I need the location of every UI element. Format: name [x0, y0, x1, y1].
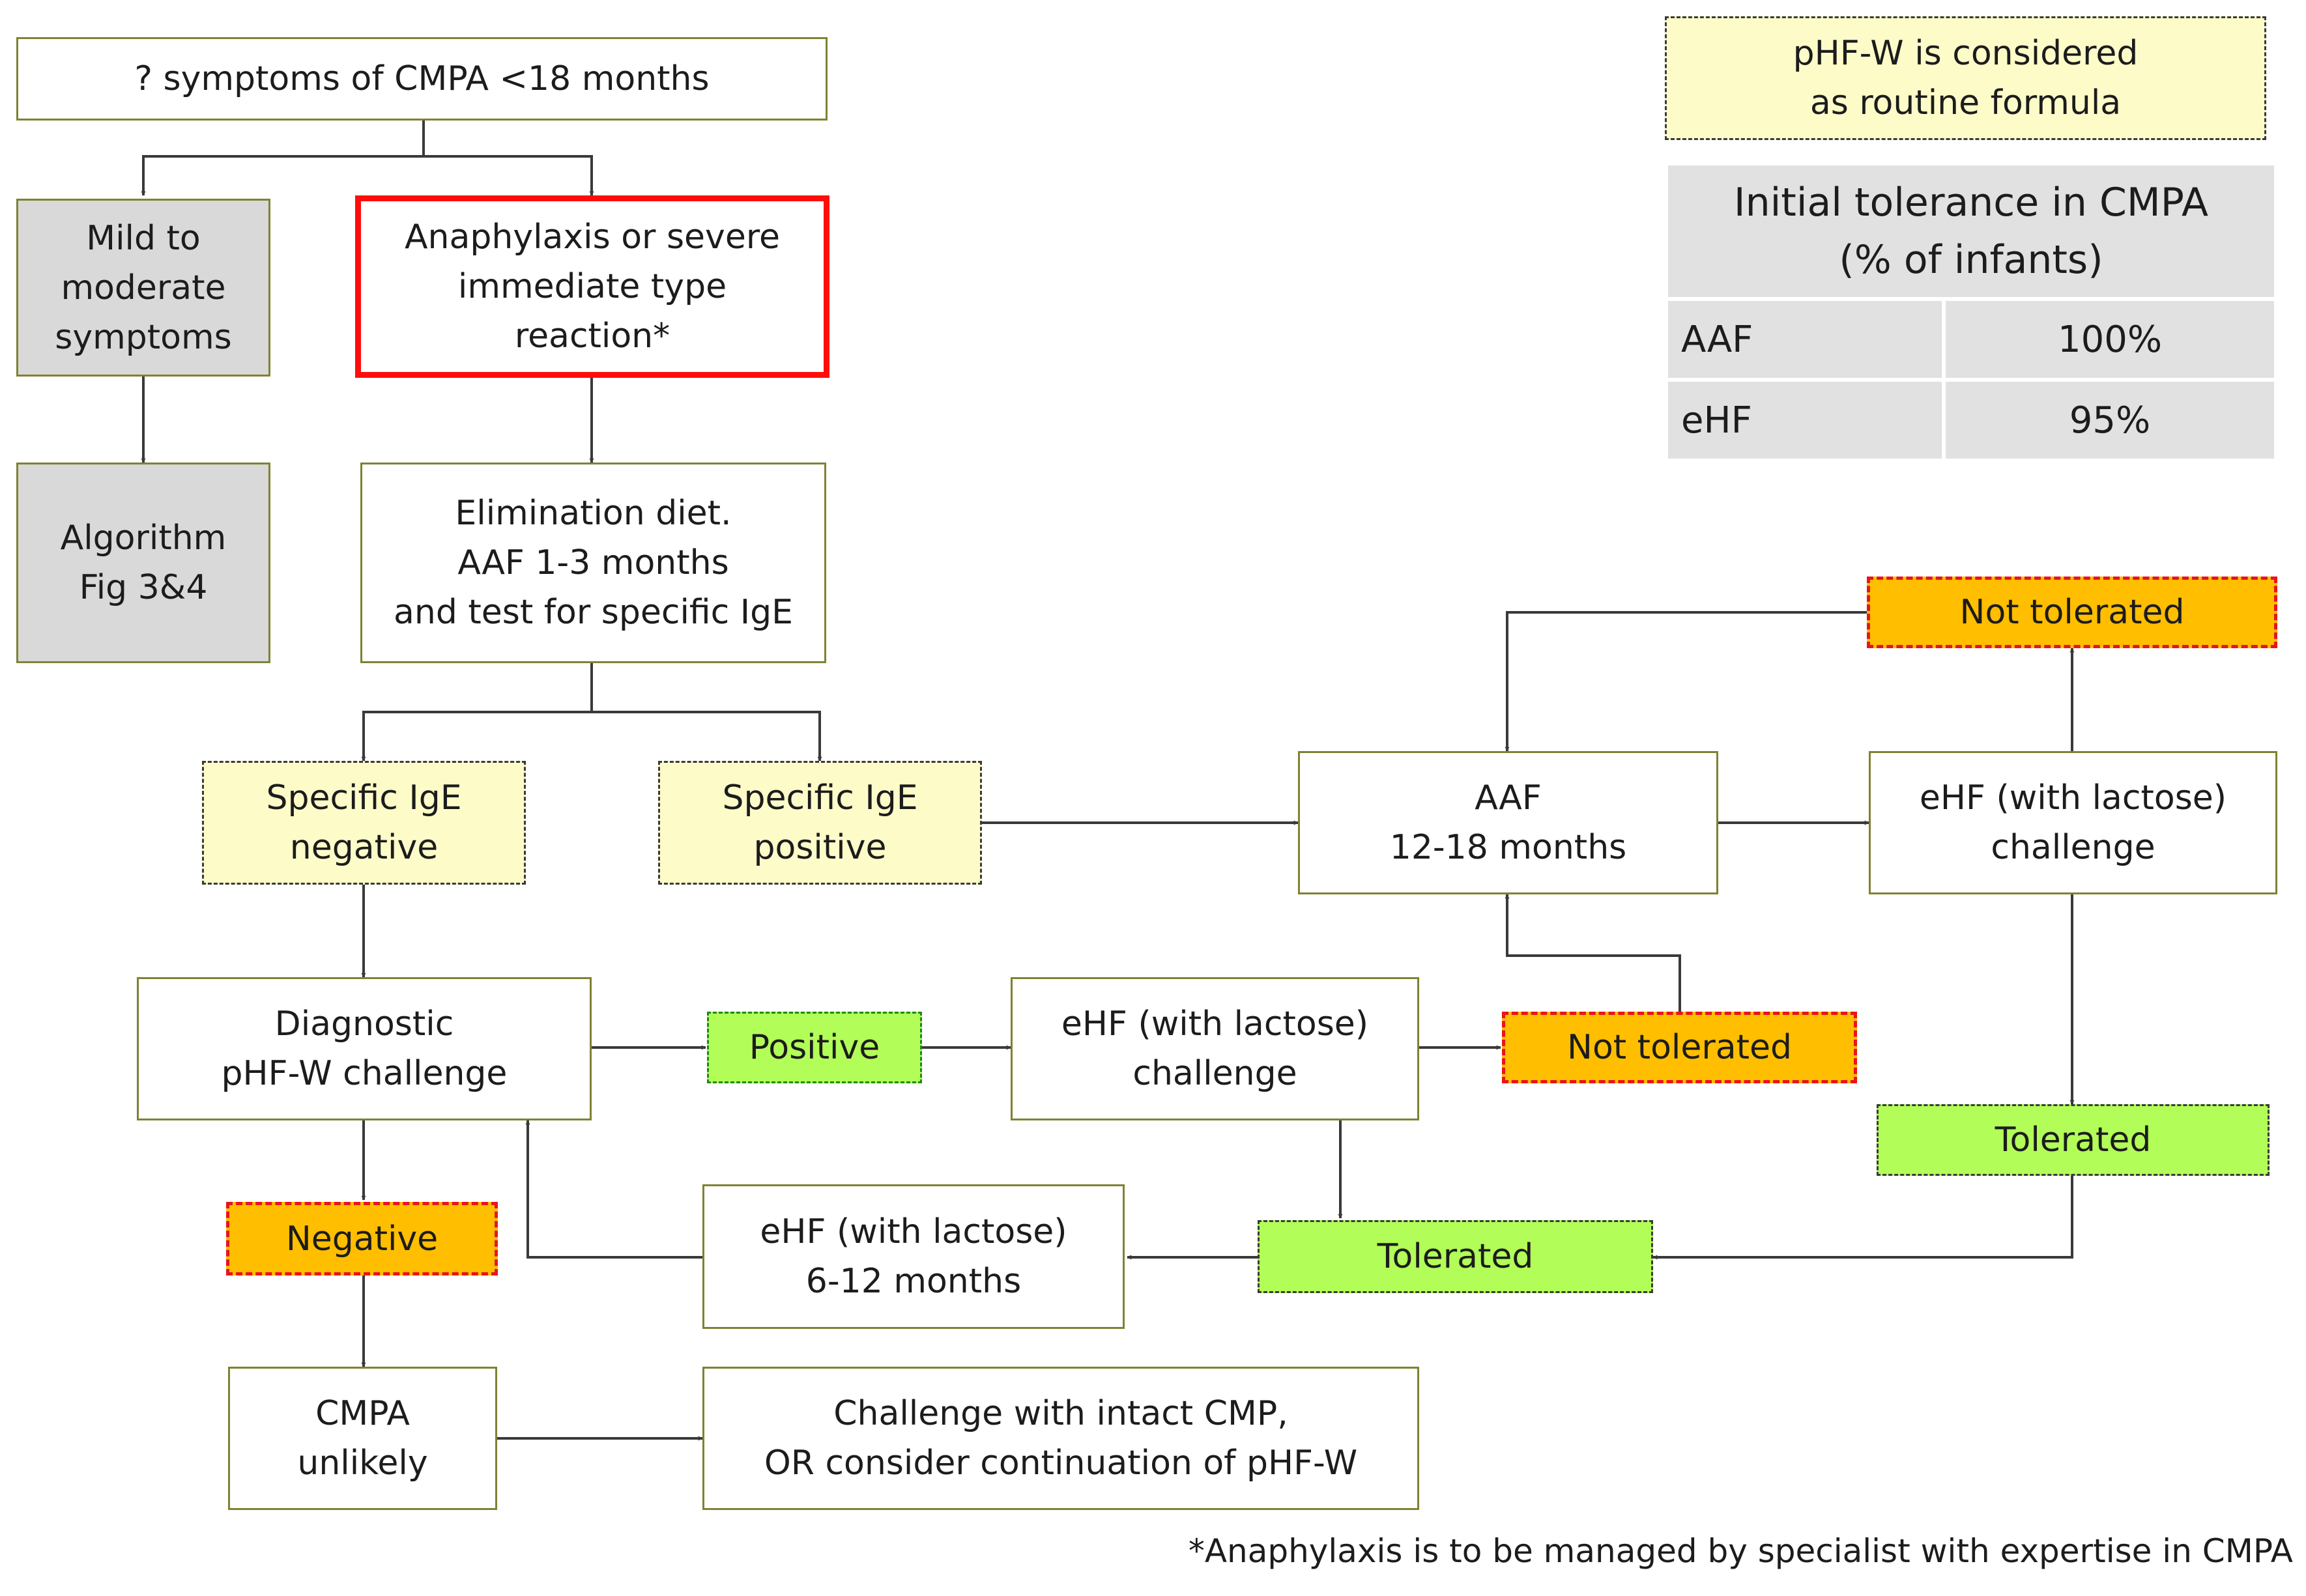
tolerated-right-box: Tolerated	[1877, 1104, 2270, 1176]
edge-not-tolerated-mid-to-aaf	[1505, 894, 1681, 1012]
negative-box: Negative	[226, 1202, 498, 1275]
diagnostic-challenge-box: Diagnostic pHF-W challenge	[137, 977, 592, 1120]
footnote: *Anaphylaxis is to be managed by special…	[1188, 1532, 2293, 1570]
table-cell-value: 95%	[1946, 382, 2274, 463]
ige-negative-box: Specific IgE negative	[202, 761, 526, 885]
edge-start-to-mild	[141, 121, 425, 196]
routine-formula-note: pHF-W is considered as routine formula	[1665, 16, 2266, 140]
edge-start-to-severe	[424, 155, 594, 196]
ehf-6-12-box: eHF (with lactose) 6-12 months	[702, 1184, 1125, 1329]
aaf-12-18-box: AAF 12-18 months	[1298, 751, 1718, 894]
algorithm-box: Algorithm Fig 3&4	[16, 463, 270, 663]
edge-elimination-to-ige-positive	[592, 711, 822, 762]
tolerance-table-header-row: Initial tolerance in CMPA (% of infants)	[1668, 165, 2274, 301]
edge-tolerated-right-to-tolerated-mid	[1652, 1176, 2073, 1260]
not-tolerated-top-box: Not tolerated	[1867, 577, 2277, 648]
ehf-challenge-right-box: eHF (with lactose) challenge	[1869, 751, 2277, 894]
severe-reaction-box: Anaphylaxis or severe immediate type rea…	[355, 195, 829, 378]
table-cell-name: eHF	[1668, 382, 1946, 463]
tolerance-table-header: Initial tolerance in CMPA (% of infants)	[1668, 165, 2274, 301]
table-row: eHF 95%	[1668, 382, 2274, 463]
tolerated-mid-box: Tolerated	[1258, 1220, 1653, 1293]
edge-elimination-to-ige-negative	[361, 663, 593, 762]
table-cell-name: AAF	[1668, 301, 1946, 382]
edge-not-tolerated-top-to-aaf	[1505, 611, 1867, 752]
table-row: AAF 100%	[1668, 301, 2274, 382]
ige-positive-box: Specific IgE positive	[658, 761, 982, 885]
challenge-intact-box: Challenge with intact CMP, OR consider c…	[702, 1367, 1419, 1510]
elimination-diet-box: Elimination diet. AAF 1-3 months and tes…	[360, 463, 826, 663]
edge-ehf-6-12-to-diagnostic	[525, 1120, 702, 1259]
mild-symptoms-box: Mild to moderate symptoms	[16, 199, 270, 377]
tolerance-table: Initial tolerance in CMPA (% of infants)…	[1668, 165, 2274, 463]
start-box: ? symptoms of CMPA <18 months	[16, 37, 828, 121]
ehf-challenge-mid-box: eHF (with lactose) challenge	[1011, 977, 1419, 1120]
positive-box: Positive	[707, 1012, 922, 1083]
not-tolerated-mid-box: Not tolerated	[1502, 1012, 1857, 1083]
cmpa-unlikely-box: CMPA unlikely	[228, 1367, 497, 1510]
table-cell-value: 100%	[1946, 301, 2274, 382]
